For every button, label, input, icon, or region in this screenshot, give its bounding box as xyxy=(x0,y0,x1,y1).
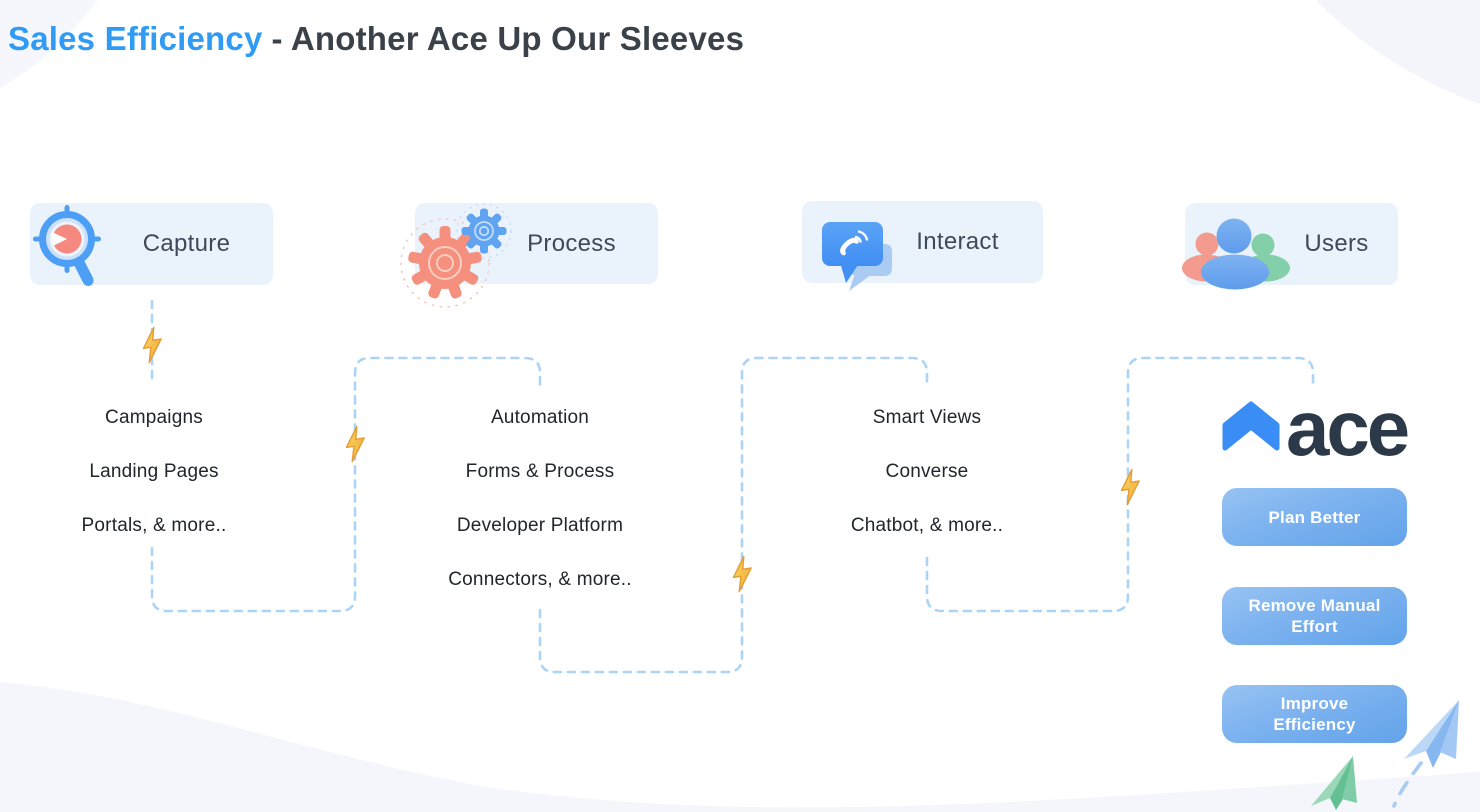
stage-card-users[interactable]: Users xyxy=(1185,203,1398,285)
list-item: Connectors, & more.. xyxy=(448,569,632,590)
stage-card-process[interactable]: Process xyxy=(415,203,658,284)
bottom-wave-shape xyxy=(0,682,1480,812)
list-item: Landing Pages xyxy=(89,461,219,482)
process-feature-list: Automation Forms & Process Developer Pla… xyxy=(400,404,680,620)
stage-card-capture[interactable]: Capture xyxy=(30,203,273,285)
ace-chevron-icon xyxy=(1222,401,1280,451)
list-item: Chatbot, & more.. xyxy=(850,515,1004,536)
benefit-button-remove-manual-effort[interactable]: Remove Manual Effort xyxy=(1222,587,1407,645)
corner-shape-top-right xyxy=(1316,0,1480,104)
list-item: Portals, & more.. xyxy=(81,515,227,536)
list-item: Smart Views xyxy=(872,407,982,428)
stage-label-process: Process xyxy=(527,229,616,257)
stage-label-capture: Capture xyxy=(142,230,231,257)
stage-label-users: Users xyxy=(1304,230,1369,257)
stage-card-interact[interactable]: Interact xyxy=(802,201,1043,283)
title-rest: - Another Ace Up Our Sleeves xyxy=(271,20,745,57)
benefit-button-plan-better[interactable]: Plan Better xyxy=(1222,488,1407,546)
list-item: Automation xyxy=(490,407,590,428)
page-title: Sales Efficiency- Another Ace Up Our Sle… xyxy=(8,20,744,58)
interact-feature-list: Smart Views Converse Chatbot, & more.. xyxy=(787,404,1067,566)
capture-feature-list: Campaigns Landing Pages Portals, & more.… xyxy=(34,404,274,566)
stage-label-interact: Interact xyxy=(916,228,999,255)
list-item: Converse xyxy=(885,461,969,482)
corner-shape-top-left xyxy=(0,0,98,88)
list-item: Forms & Process xyxy=(465,461,615,482)
list-item: Developer Platform xyxy=(456,515,624,536)
benefit-button-improve-efficiency[interactable]: Improve Efficiency xyxy=(1222,685,1407,743)
list-item: Campaigns xyxy=(105,407,203,428)
ace-logo-text: ace xyxy=(1286,384,1410,472)
title-highlight: Sales Efficiency xyxy=(8,20,263,57)
